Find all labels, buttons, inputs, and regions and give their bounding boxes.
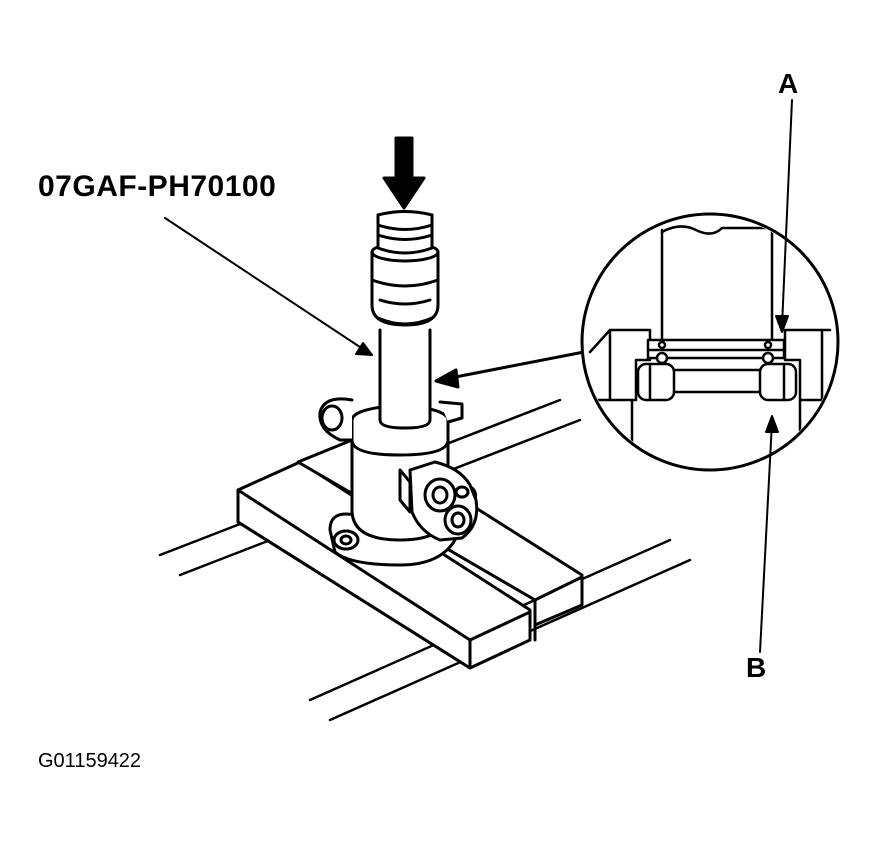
callout-b-label: B: [746, 652, 767, 683]
tool-leader: [164, 217, 373, 356]
press-arrow-icon: [382, 136, 426, 210]
figure-id-label: G01159422: [38, 750, 142, 772]
detail-leader: [434, 350, 586, 389]
special-tool: [370, 210, 440, 430]
tool-part-number-label: 07GAF-PH70100: [38, 170, 277, 203]
callout-a-label: A: [778, 68, 799, 99]
detail-magnifier-circle: [580, 212, 840, 472]
callout-leaders: [759, 99, 793, 653]
